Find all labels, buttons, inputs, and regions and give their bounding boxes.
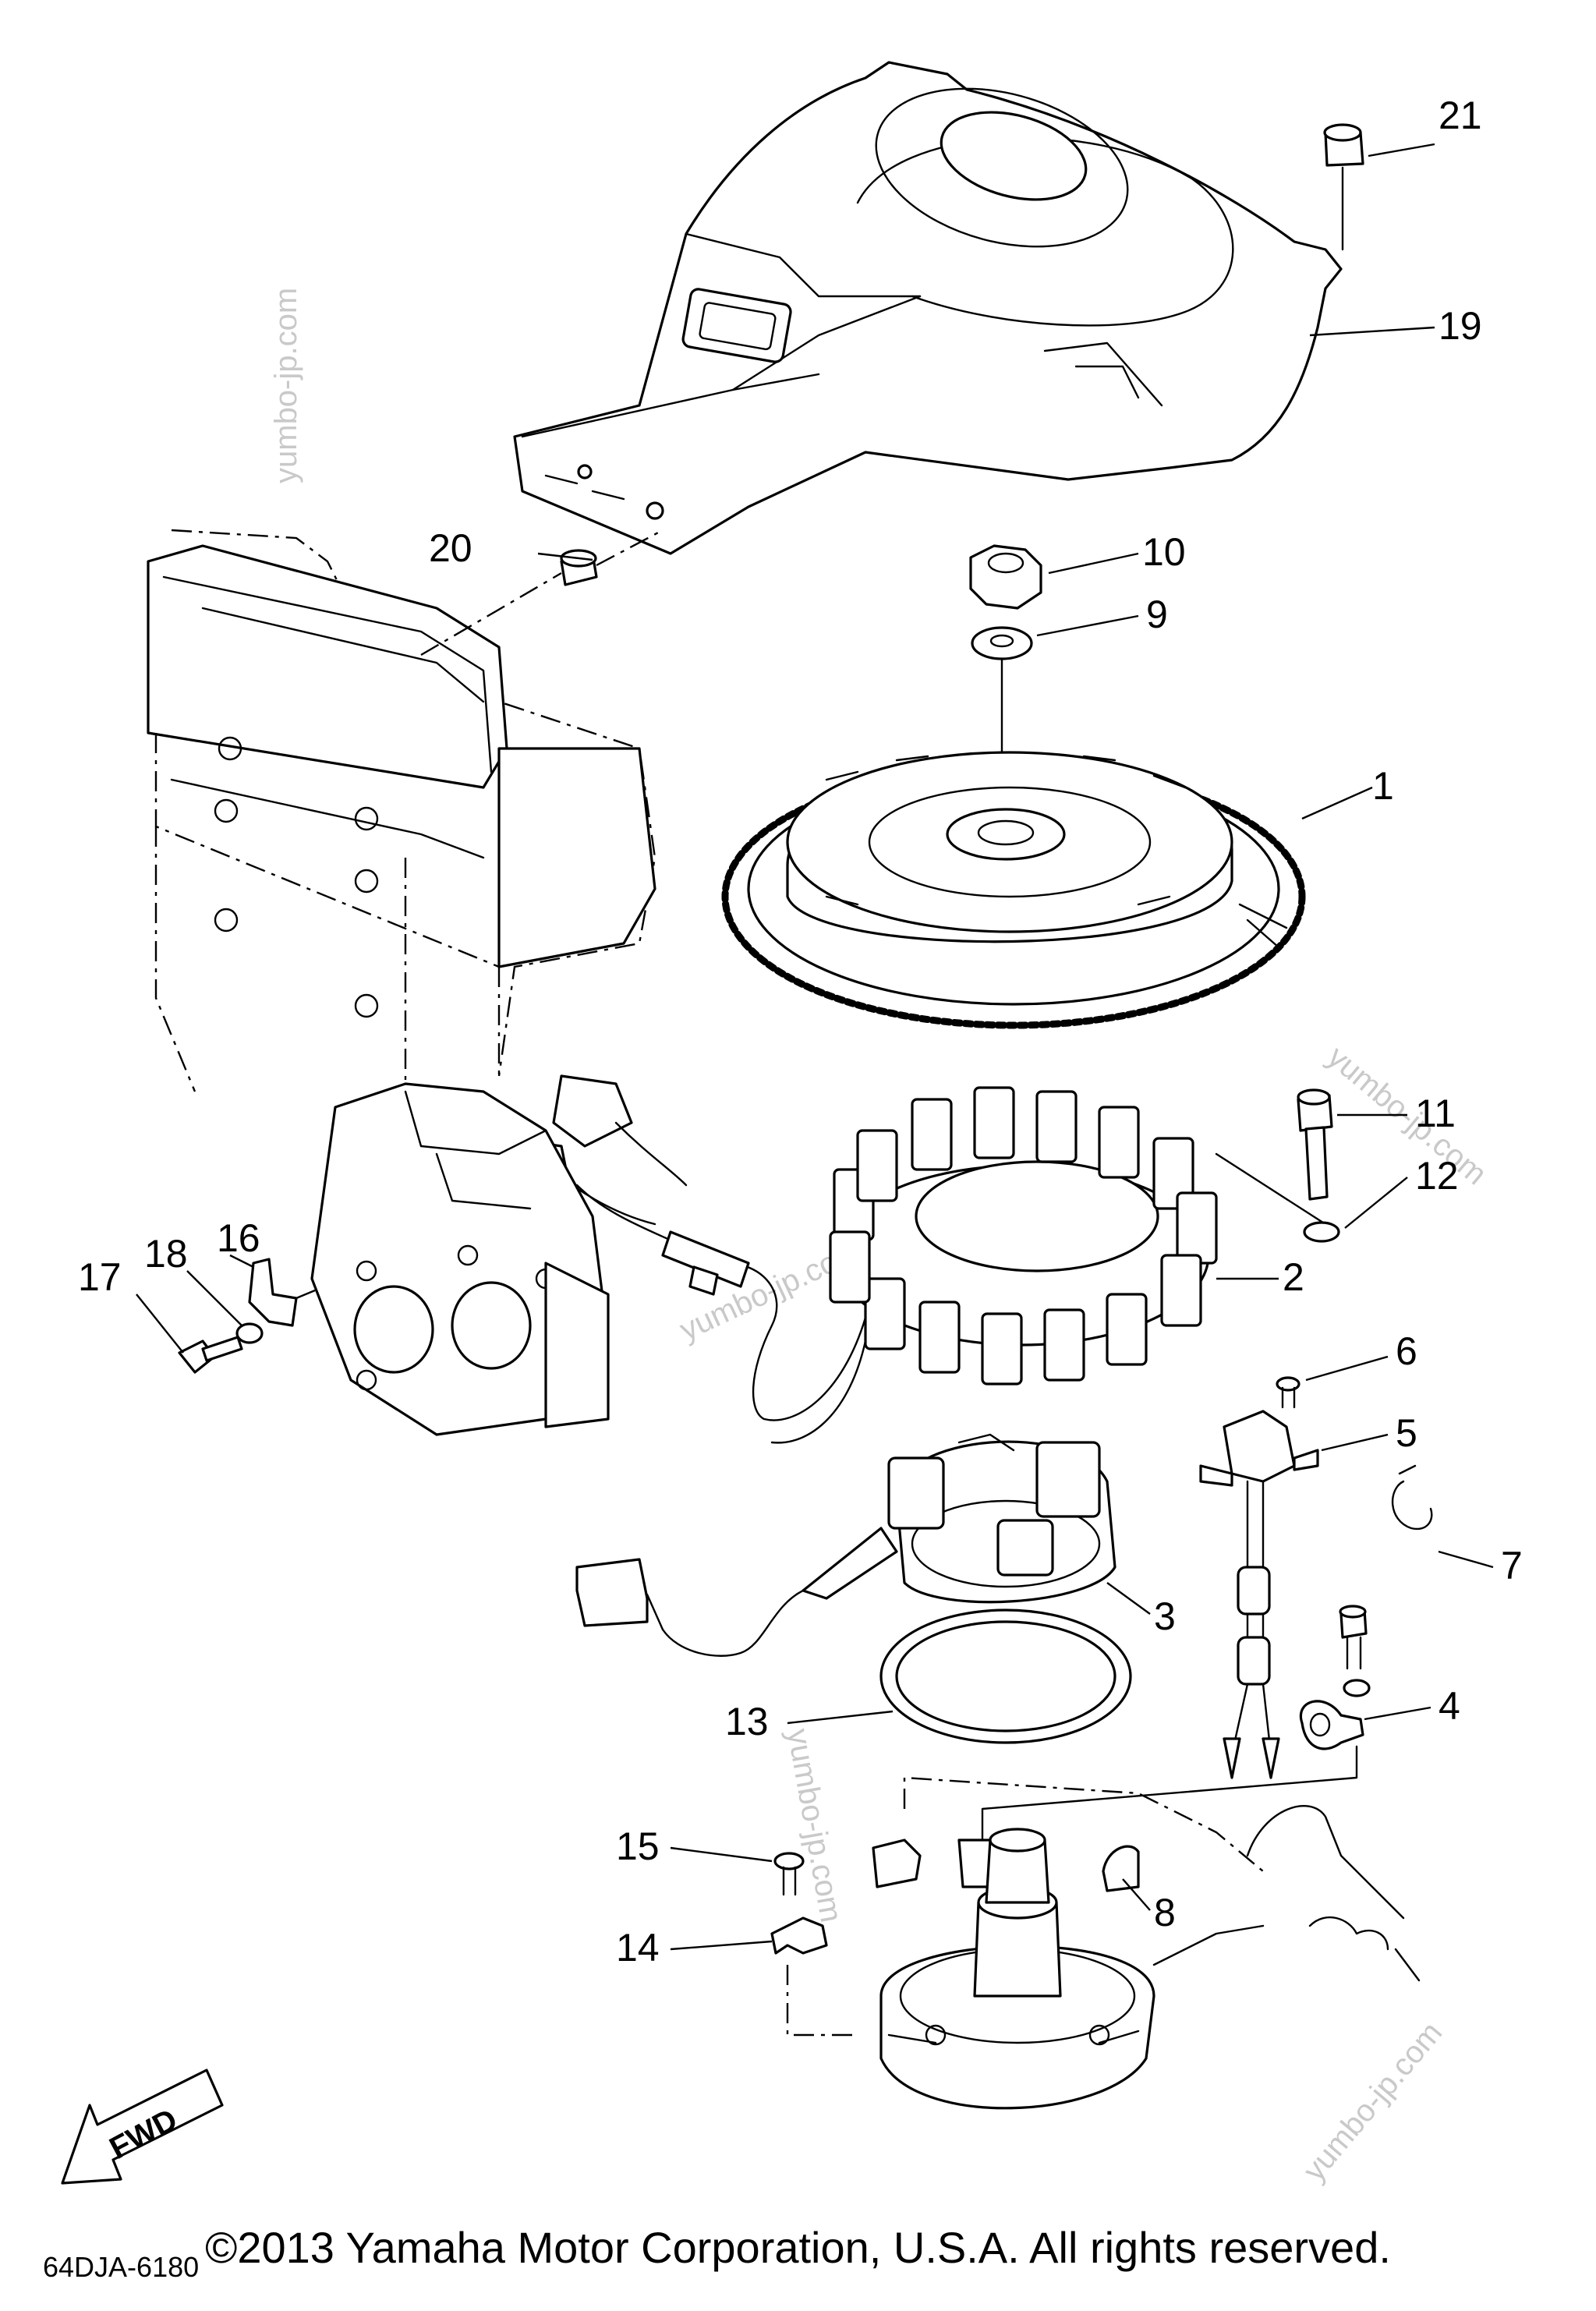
callout-1: 1 (1372, 764, 1394, 808)
callout-7: 7 (1501, 1544, 1523, 1587)
callout-3: 3 (1154, 1594, 1176, 1638)
diagram-code: 64DJA-6180 (43, 2251, 199, 2283)
callout-8: 8 (1154, 1891, 1176, 1934)
callout-4: 4 (1439, 1684, 1460, 1728)
ring-13 (879, 1608, 1132, 1744)
leader-lines (136, 143, 1494, 1951)
fwd-arrow: FWD (61, 2069, 224, 2185)
callout-17: 17 (78, 1255, 122, 1299)
callout-10: 10 (1142, 530, 1186, 574)
screw-20 (420, 529, 664, 656)
pulser-coil-3 (575, 1433, 1116, 1657)
engine-block (147, 529, 656, 1092)
watermark-1: yumbo-jp.com (269, 288, 303, 483)
callout-9: 9 (1146, 593, 1168, 636)
key-8 (1102, 1845, 1140, 1892)
callout-11: 11 (1415, 1092, 1456, 1135)
callout-21: 21 (1439, 94, 1482, 137)
washer-9 (971, 626, 1033, 660)
screw-15 (773, 1852, 805, 1896)
watermark-6: yumbo-jp.com (1297, 2015, 1449, 2188)
screw-6 (1276, 1376, 1301, 1409)
nut-10 (969, 544, 1042, 610)
callout-2: 2 (1283, 1255, 1304, 1299)
callout-12: 12 (1415, 1154, 1459, 1198)
grommet-21 (1323, 123, 1364, 251)
intake-body (310, 1082, 610, 1436)
stator-2 (829, 1086, 1327, 1386)
crankshaft-base (786, 1776, 1421, 2110)
plate-14 (770, 1916, 828, 1955)
bolt-11 (1297, 1088, 1333, 1201)
screw-17 (178, 1336, 243, 1374)
bolt-washer-4 (1339, 1605, 1371, 1697)
watermark-5: yumbo-jp.com (780, 1726, 848, 1925)
callout-13: 13 (725, 1700, 769, 1743)
callout-14: 14 (616, 1926, 660, 1969)
flywheel-1 (721, 751, 1306, 1029)
clip-7 (1392, 1464, 1433, 1531)
washer-12 (1303, 1221, 1340, 1243)
callout-19: 19 (1439, 304, 1482, 348)
washer-18 (235, 1322, 264, 1344)
callout-numbers: 1 2 3 4 5 6 7 8 9 10 11 12 13 14 15 16 1… (78, 94, 1523, 1969)
clamp-4 (981, 1700, 1364, 1849)
callout-15: 15 (616, 1824, 660, 1868)
flywheel-cover (513, 61, 1343, 555)
bracket-lead-5 (1199, 1410, 1319, 1779)
callout-5: 5 (1396, 1411, 1417, 1455)
plate-16 (248, 1258, 298, 1327)
callout-18: 18 (144, 1232, 188, 1276)
callout-20: 20 (429, 526, 472, 570)
copyright-notice: ©2013 Yamaha Motor Corporation, U.S.A. A… (205, 2223, 1391, 2272)
callout-6: 6 (1396, 1329, 1417, 1373)
callout-16: 16 (217, 1216, 260, 1260)
